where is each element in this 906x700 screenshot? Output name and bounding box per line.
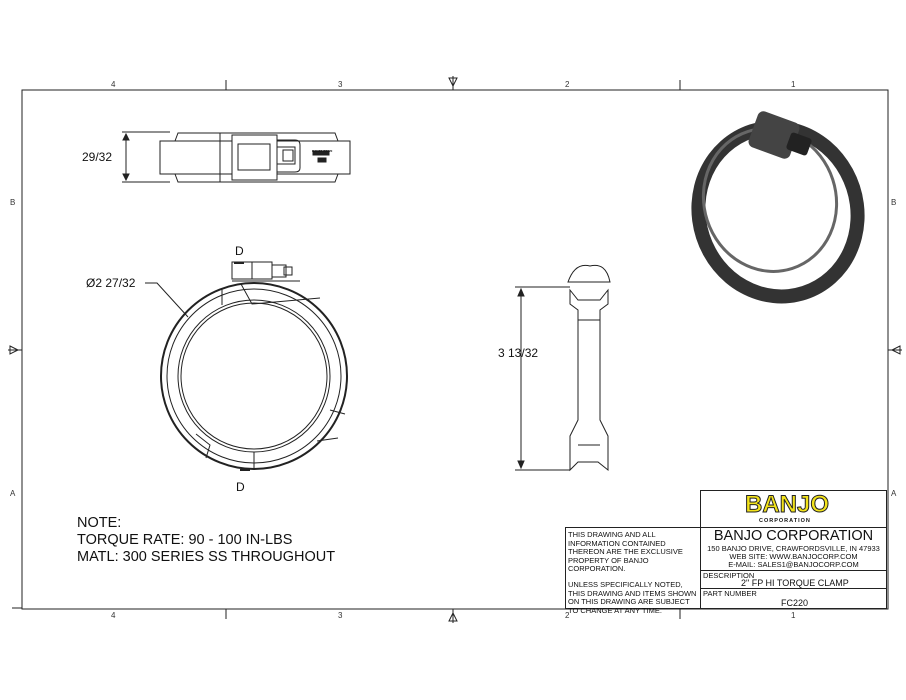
zone-row-a-right: A bbox=[891, 489, 897, 498]
zone-column-3-top: 3 bbox=[338, 80, 343, 89]
description-value: 2" FP HI TORQUE CLAMP bbox=[741, 578, 849, 588]
ownership-notice: THIS DRAWING AND ALL INFORMATION CONTAIN… bbox=[568, 530, 683, 574]
clamp-section-view bbox=[515, 264, 611, 472]
zone-column-2-bottom: 2 bbox=[565, 611, 570, 620]
description-label: DESCRIPTION bbox=[703, 571, 755, 580]
disclaimer-cell: THIS DRAWING AND ALL INFORMATION CONTAIN… bbox=[565, 527, 701, 615]
description-cell: DESCRIPTION 2" FP HI TORQUE CLAMP bbox=[700, 570, 887, 589]
change-notice: UNLESS SPECIFICALLY NOTED, THIS DRAWING … bbox=[568, 579, 697, 615]
company-cell: BANJO CORPORATION 150 BANJO DRIVE, CRAWF… bbox=[700, 527, 887, 571]
company-email: E-MAIL: SALES1@BANJOCORP.COM bbox=[728, 560, 859, 569]
company-website: WEB SITE: WWW.BANJOCORP.COM bbox=[729, 552, 858, 561]
section-label-bottom: D bbox=[236, 480, 245, 494]
note-heading: NOTE: bbox=[77, 515, 122, 531]
zone-column-2-top: 2 bbox=[565, 80, 570, 89]
note-torque: TORQUE RATE: 90 - 100 IN-LBS bbox=[77, 532, 293, 548]
part-number-cell: PART NUMBER FC220 bbox=[700, 588, 887, 609]
zone-row-b-right: B bbox=[891, 198, 897, 207]
zone-row-b-left: B bbox=[10, 198, 16, 207]
zone-column-1-top: 1 bbox=[791, 80, 796, 89]
company-name: BANJO CORPORATION bbox=[713, 528, 874, 544]
zone-row-a-left: A bbox=[10, 489, 16, 498]
part-number-label: PART NUMBER bbox=[703, 589, 757, 598]
center-arrows bbox=[9, 77, 901, 622]
zone-column-4-top: 4 bbox=[111, 80, 116, 89]
logo-subtext: CORPORATION bbox=[759, 518, 811, 524]
clamp-side-view bbox=[122, 131, 351, 183]
zone-column-1-bottom: 1 bbox=[791, 611, 796, 620]
logo-cell: BANJO CORPORATION bbox=[700, 490, 887, 528]
width-dimension: 29/32 bbox=[82, 150, 113, 164]
zone-column-4-bottom: 4 bbox=[111, 611, 116, 620]
company-address: 150 BANJO DRIVE, CRAWFORDSVILLE, IN 4793… bbox=[707, 544, 880, 553]
note-material: MATL: 300 SERIES SS THROUGHOUT bbox=[77, 549, 336, 565]
zone-column-3-bottom: 3 bbox=[338, 611, 343, 620]
logo-text: BANJO bbox=[744, 491, 830, 518]
section-label-top: D bbox=[235, 244, 244, 258]
clamp-front-view bbox=[145, 261, 348, 471]
band-marking: BANJO FC220 bbox=[312, 149, 333, 153]
diameter-dimension: Ø2 27/32 bbox=[86, 276, 136, 290]
part-number-value: FC220 bbox=[781, 598, 809, 608]
clamp-isometric-view bbox=[691, 111, 865, 304]
height-dimension: 3 13/32 bbox=[498, 346, 539, 360]
